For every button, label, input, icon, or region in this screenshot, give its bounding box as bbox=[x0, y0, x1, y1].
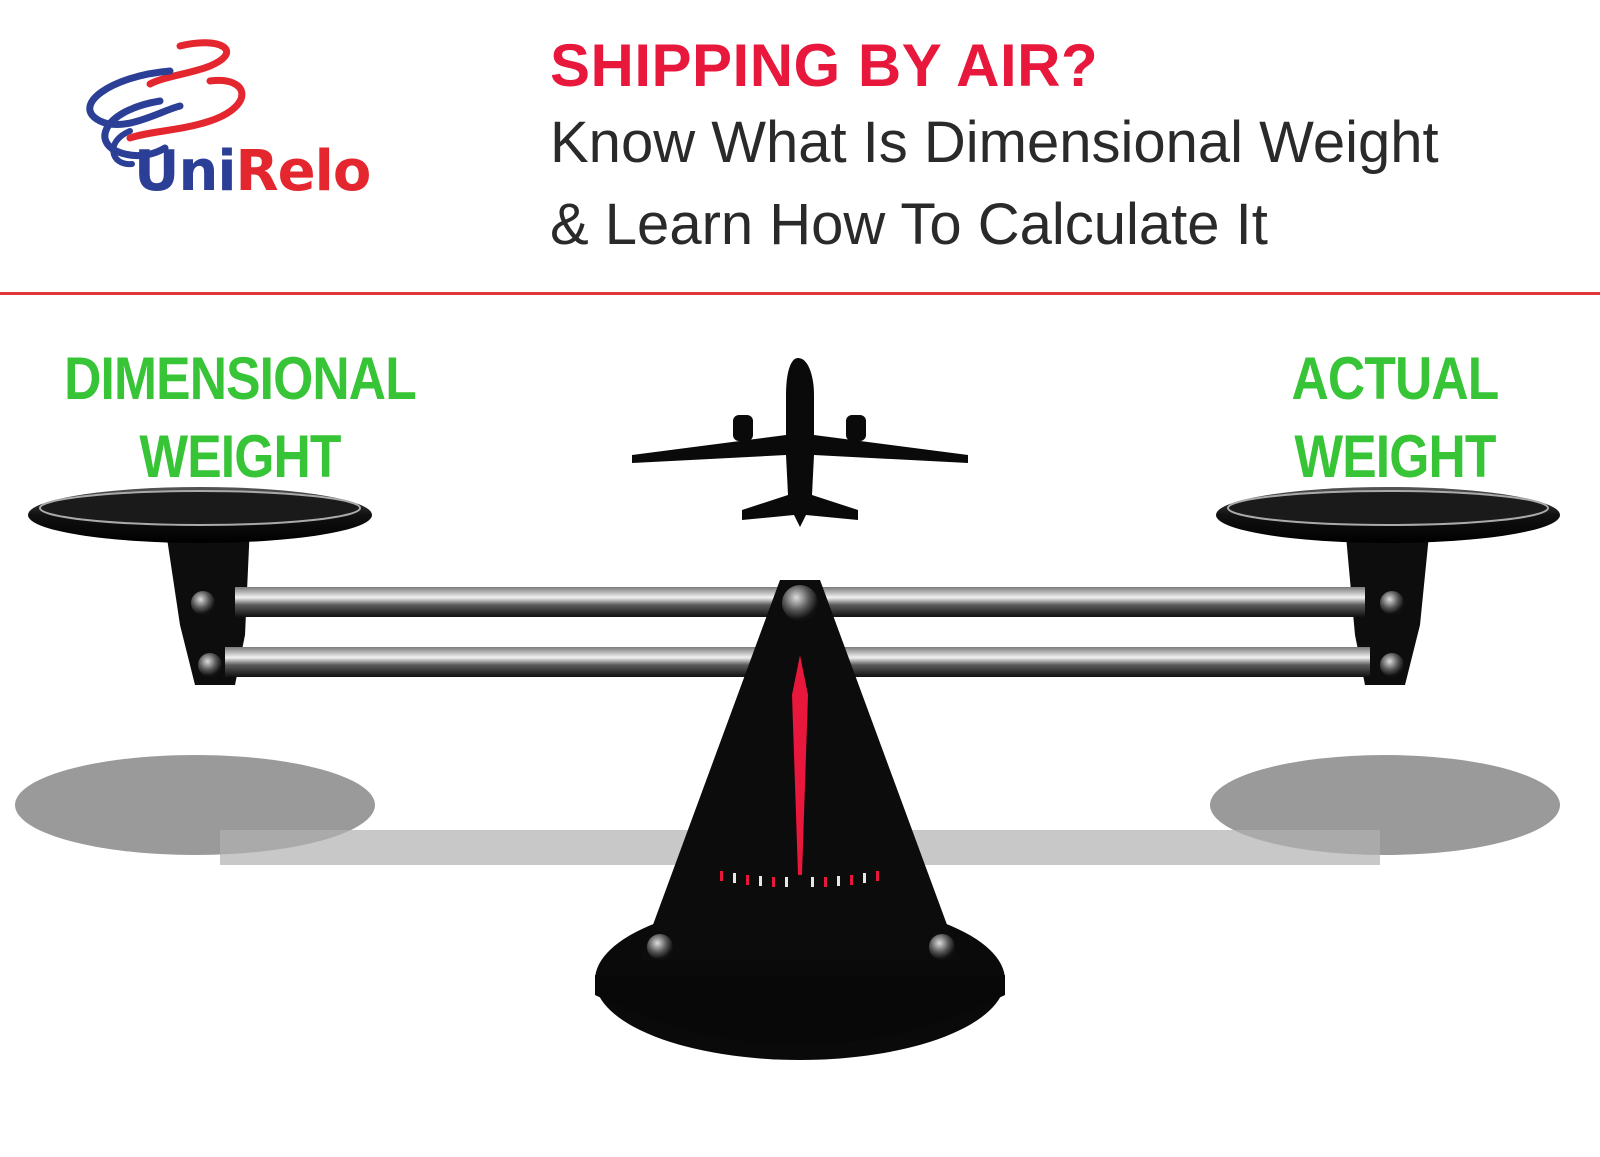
scale-needle bbox=[792, 655, 808, 875]
actual-weight-line-1: ACTUAL bbox=[1291, 345, 1500, 412]
headline-line-2: & Learn How To Calculate It bbox=[550, 192, 1268, 257]
headline: SHIPPING BY AIR? Know What Is Dimensiona… bbox=[550, 30, 1560, 266]
logo-uni-text: Uni bbox=[134, 139, 237, 204]
actual-weight-label: ACTUAL WEIGHT bbox=[1253, 340, 1537, 496]
header: UniRelo SHIPPING BY AIR? Know What Is Di… bbox=[0, 0, 1600, 294]
header-divider bbox=[0, 292, 1600, 295]
dimensional-weight-line-1: DIMENSIONAL bbox=[64, 345, 417, 412]
right-pan bbox=[1216, 487, 1560, 685]
dimensional-weight-line-2: WEIGHT bbox=[139, 423, 341, 490]
scale-fulcrum bbox=[595, 580, 1005, 1060]
logo-wordmark: UniRelo bbox=[134, 144, 371, 200]
headline-title: SHIPPING BY AIR? bbox=[550, 32, 1099, 99]
logo-swoosh-icon bbox=[86, 39, 246, 168]
left-pan bbox=[28, 487, 372, 685]
dimensional-weight-label: DIMENSIONAL WEIGHT bbox=[51, 340, 429, 496]
unirelo-logo: UniRelo bbox=[70, 36, 371, 206]
scale-dial-ticks bbox=[720, 871, 879, 887]
airplane-icon bbox=[632, 358, 968, 527]
actual-weight-line-2: WEIGHT bbox=[1294, 423, 1496, 490]
headline-line-1: Know What Is Dimensional Weight bbox=[550, 110, 1439, 175]
balance-scale-illustration bbox=[15, 358, 1560, 1060]
logo-relo-text: Relo bbox=[235, 139, 372, 204]
